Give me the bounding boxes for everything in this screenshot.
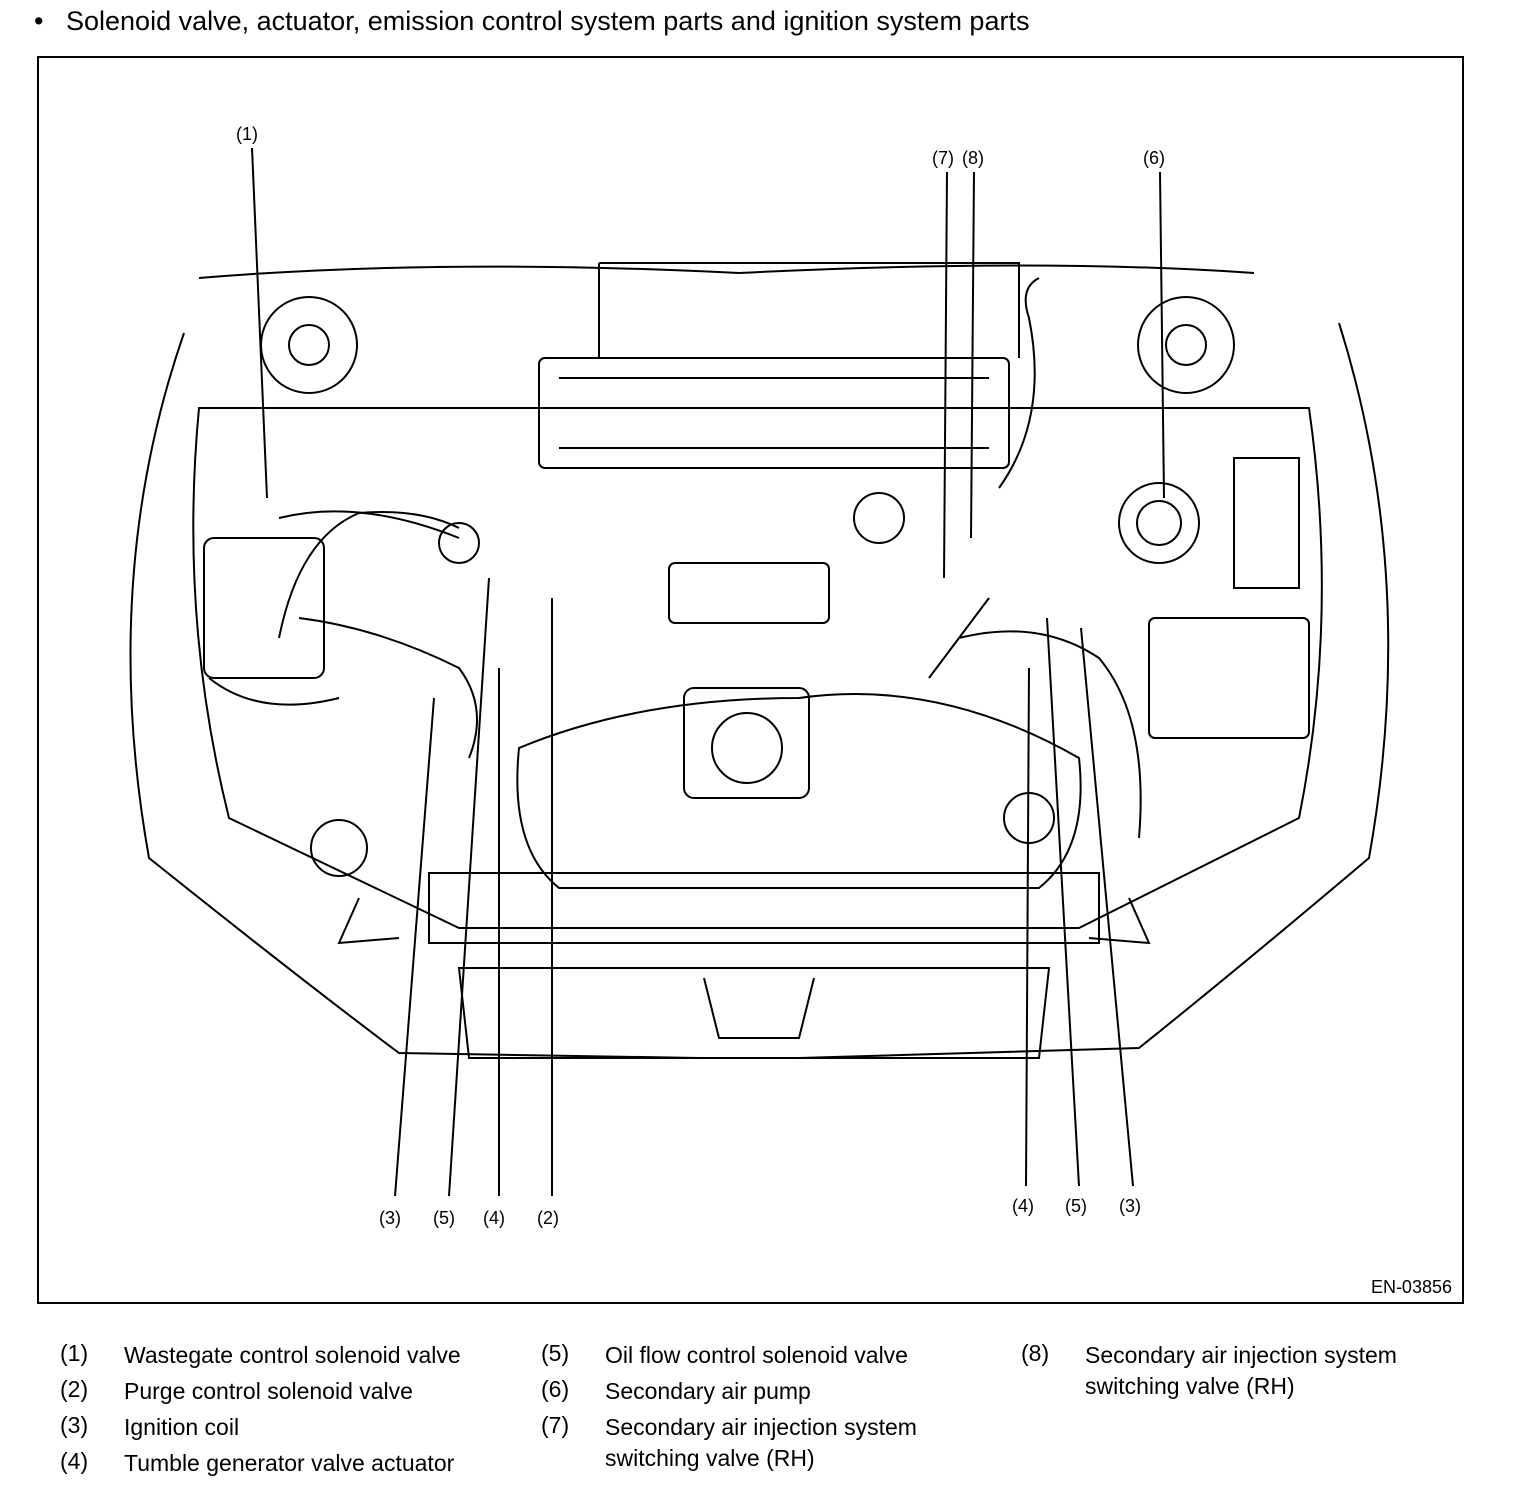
callout-6: (6) [1143, 148, 1165, 168]
legend-number: (3) [60, 1412, 89, 1438]
legend-number: (6) [541, 1376, 570, 1402]
callout-5-right: (5) [1065, 1196, 1087, 1216]
legend-label: Purge control solenoid valve [124, 1378, 413, 1404]
callout-5-left: (5) [433, 1208, 455, 1228]
legend-number: (7) [541, 1412, 570, 1438]
callout-8: (8) [962, 148, 984, 168]
legend-number: (4) [60, 1448, 89, 1474]
legend-number: (5) [541, 1340, 570, 1366]
legend-number: (2) [60, 1376, 89, 1402]
engine-bay-drawing [129, 147, 1390, 1197]
figure-code: EN-03856 [1370, 1277, 1452, 1297]
legend-label: Tumble generator valve actuator [124, 1450, 455, 1476]
legend-label: Oil flow control solenoid valve [605, 1342, 908, 1368]
legend-label: Secondary air injection system switching… [1085, 1342, 1397, 1399]
callout-4-right: (4) [1012, 1196, 1034, 1216]
bullet: • [34, 6, 44, 36]
section-heading: • Solenoid valve, actuator, emission cont… [34, 6, 1029, 37]
legend-number: (8) [1021, 1340, 1050, 1366]
legend-label: Wastegate control solenoid valve [124, 1342, 461, 1368]
callout-3-left: (3) [379, 1208, 401, 1228]
legend-label: Secondary air injection system switching… [605, 1414, 917, 1471]
callout-1: (1) [236, 124, 258, 144]
legend-number: (1) [60, 1340, 89, 1366]
legend-label: Ignition coil [124, 1414, 240, 1440]
callout-3-right: (3) [1119, 1196, 1141, 1216]
callout-7: (7) [932, 148, 954, 168]
engine-bay-figure: (1) (7) (8) (6) (3) (5) (4) (2) (4) (5) … [37, 56, 1464, 1304]
callout-2: (2) [537, 1208, 559, 1228]
legend-label: Secondary air pump [605, 1378, 811, 1404]
callout-4-left: (4) [483, 1208, 505, 1228]
heading-text: Solenoid valve, actuator, emission contr… [66, 6, 1030, 36]
